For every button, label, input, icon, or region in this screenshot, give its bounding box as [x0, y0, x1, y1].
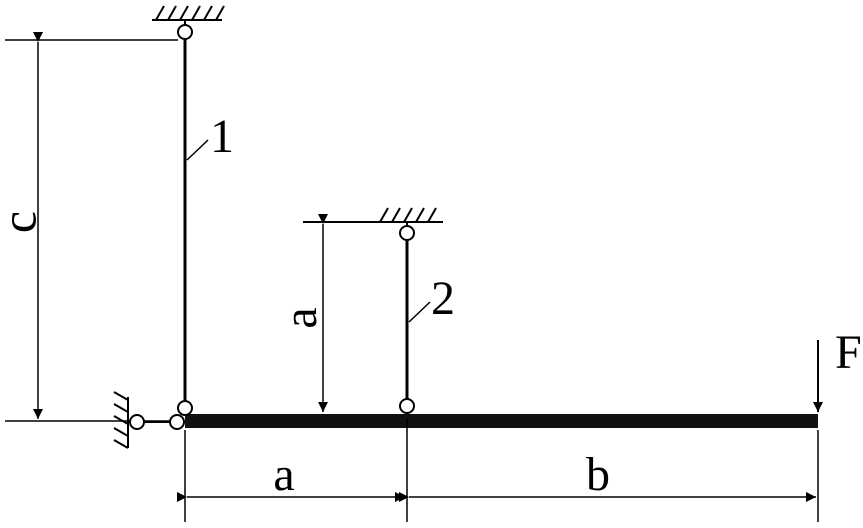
label-b: b: [586, 448, 610, 501]
rod2-leader: [408, 301, 431, 323]
rigid-beam: [185, 414, 818, 428]
beam-end-hinge: [169, 414, 185, 430]
label-a-vertical: a: [274, 307, 327, 328]
label-rod-1: 1: [210, 110, 234, 163]
rod1-top-hinge: [177, 24, 193, 40]
label-rod-2: 2: [431, 272, 455, 325]
label-c: c: [0, 211, 46, 233]
rod2-bottom-hinge: [399, 398, 415, 414]
left-support-hinge: [129, 414, 145, 430]
label-a-horizontal: a: [273, 448, 294, 501]
left-pin-support: [113, 391, 170, 449]
top-support-rod1: [152, 5, 225, 25]
label-force: F: [835, 326, 862, 379]
rod2-top-hinge: [399, 225, 415, 241]
top-support-rod2: [303, 207, 443, 226]
bottom-dimensions: [177, 418, 819, 522]
rod1-leader: [186, 139, 209, 161]
rod1-bottom-hinge: [177, 400, 193, 416]
